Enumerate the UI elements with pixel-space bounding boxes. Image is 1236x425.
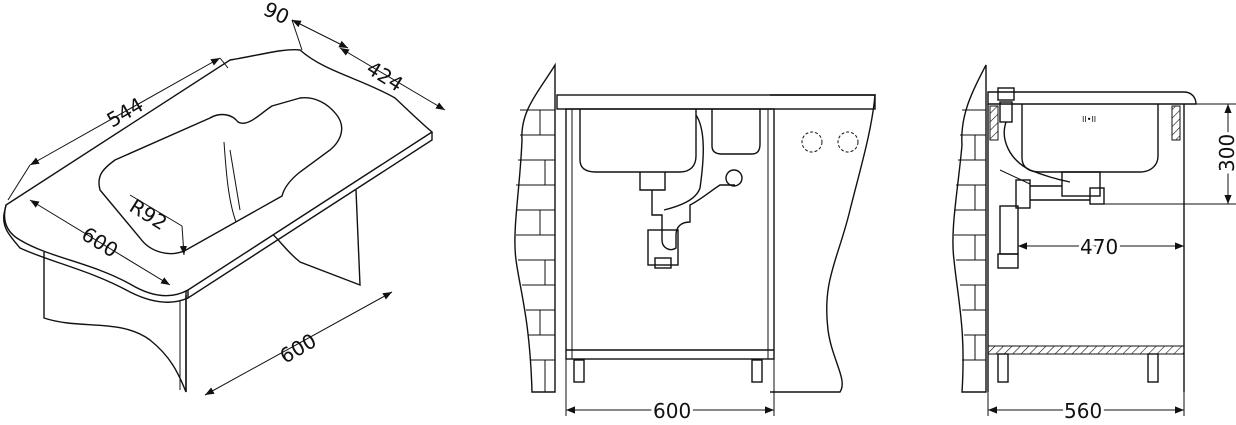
isometric-view: 544 90 424 R92 600 600 bbox=[3, 0, 446, 396]
front-wall-outline bbox=[514, 62, 556, 393]
front-foot-left bbox=[573, 359, 585, 383]
front-waste-pipe bbox=[639, 172, 735, 251]
side-shelf bbox=[987, 345, 1185, 355]
side-dim-560: 560 bbox=[1064, 399, 1102, 420]
front-sink-bowl-main bbox=[579, 109, 697, 173]
side-waste-body bbox=[1061, 171, 1101, 197]
iso-dim-424-line bbox=[339, 47, 446, 111]
front-second-waste bbox=[725, 169, 743, 187]
side-overflow-head bbox=[997, 87, 1015, 101]
side-worktop bbox=[987, 91, 1197, 105]
iso-worktop bbox=[3, 48, 434, 297]
iso-dim-90: 90 bbox=[260, 0, 293, 29]
iso-dim-r92-arrow bbox=[179, 225, 187, 256]
side-overflow-hose bbox=[1003, 121, 1071, 183]
side-waste-pipe bbox=[1030, 185, 1090, 201]
side-worktop-seal-left bbox=[989, 105, 999, 141]
front-socket-1 bbox=[801, 131, 823, 153]
front-wall-bricks bbox=[516, 109, 555, 392]
side-foot-right bbox=[1147, 353, 1159, 383]
front-view: 600 bbox=[514, 62, 876, 425]
iso-dim-600-side-line bbox=[204, 291, 393, 396]
front-sink-bowl-small bbox=[711, 109, 761, 155]
front-foot-right bbox=[751, 359, 763, 383]
side-wall-outline bbox=[952, 64, 987, 393]
iso-ext-2 bbox=[219, 57, 229, 69]
side-trap-mid bbox=[999, 205, 1019, 255]
front-trap-bottom bbox=[654, 257, 672, 269]
front-cabinet bbox=[565, 108, 775, 360]
front-socket-2 bbox=[837, 131, 859, 153]
front-overflow-pipe bbox=[663, 114, 704, 211]
side-sink-mark: II•II bbox=[1082, 115, 1096, 124]
side-waste-outlet bbox=[1089, 187, 1105, 205]
front-cabinet-inner bbox=[571, 108, 769, 360]
iso-worktop-edge bbox=[187, 132, 433, 300]
iso-dim-600-side: 600 bbox=[276, 328, 321, 368]
side-dim-470: 470 bbox=[1080, 235, 1118, 259]
iso-ext-3 bbox=[291, 19, 303, 51]
iso-dim-600-front-line bbox=[29, 199, 171, 286]
side-trap-link bbox=[999, 169, 1031, 185]
front-trap-body bbox=[647, 229, 679, 266]
iso-ext-1 bbox=[7, 164, 31, 201]
side-overflow-body bbox=[999, 101, 1013, 123]
iso-sink-inner bbox=[223, 141, 241, 223]
front-wall-right-outline bbox=[770, 94, 876, 393]
front-dim-600: 600 bbox=[653, 399, 691, 420]
side-foot-left bbox=[997, 353, 1009, 383]
side-trap-lower bbox=[997, 253, 1019, 269]
side-dim-300: 300 bbox=[1215, 134, 1236, 172]
side-view: II•II 300 470 560 bbox=[952, 64, 1236, 425]
iso-dim-90-line bbox=[291, 19, 349, 49]
iso-dim-544-line bbox=[29, 57, 221, 166]
side-worktop-seal-right bbox=[1171, 105, 1181, 141]
front-worktop bbox=[556, 94, 876, 110]
side-trap-upper bbox=[1015, 179, 1031, 209]
side-wall-bricks bbox=[954, 109, 986, 361]
